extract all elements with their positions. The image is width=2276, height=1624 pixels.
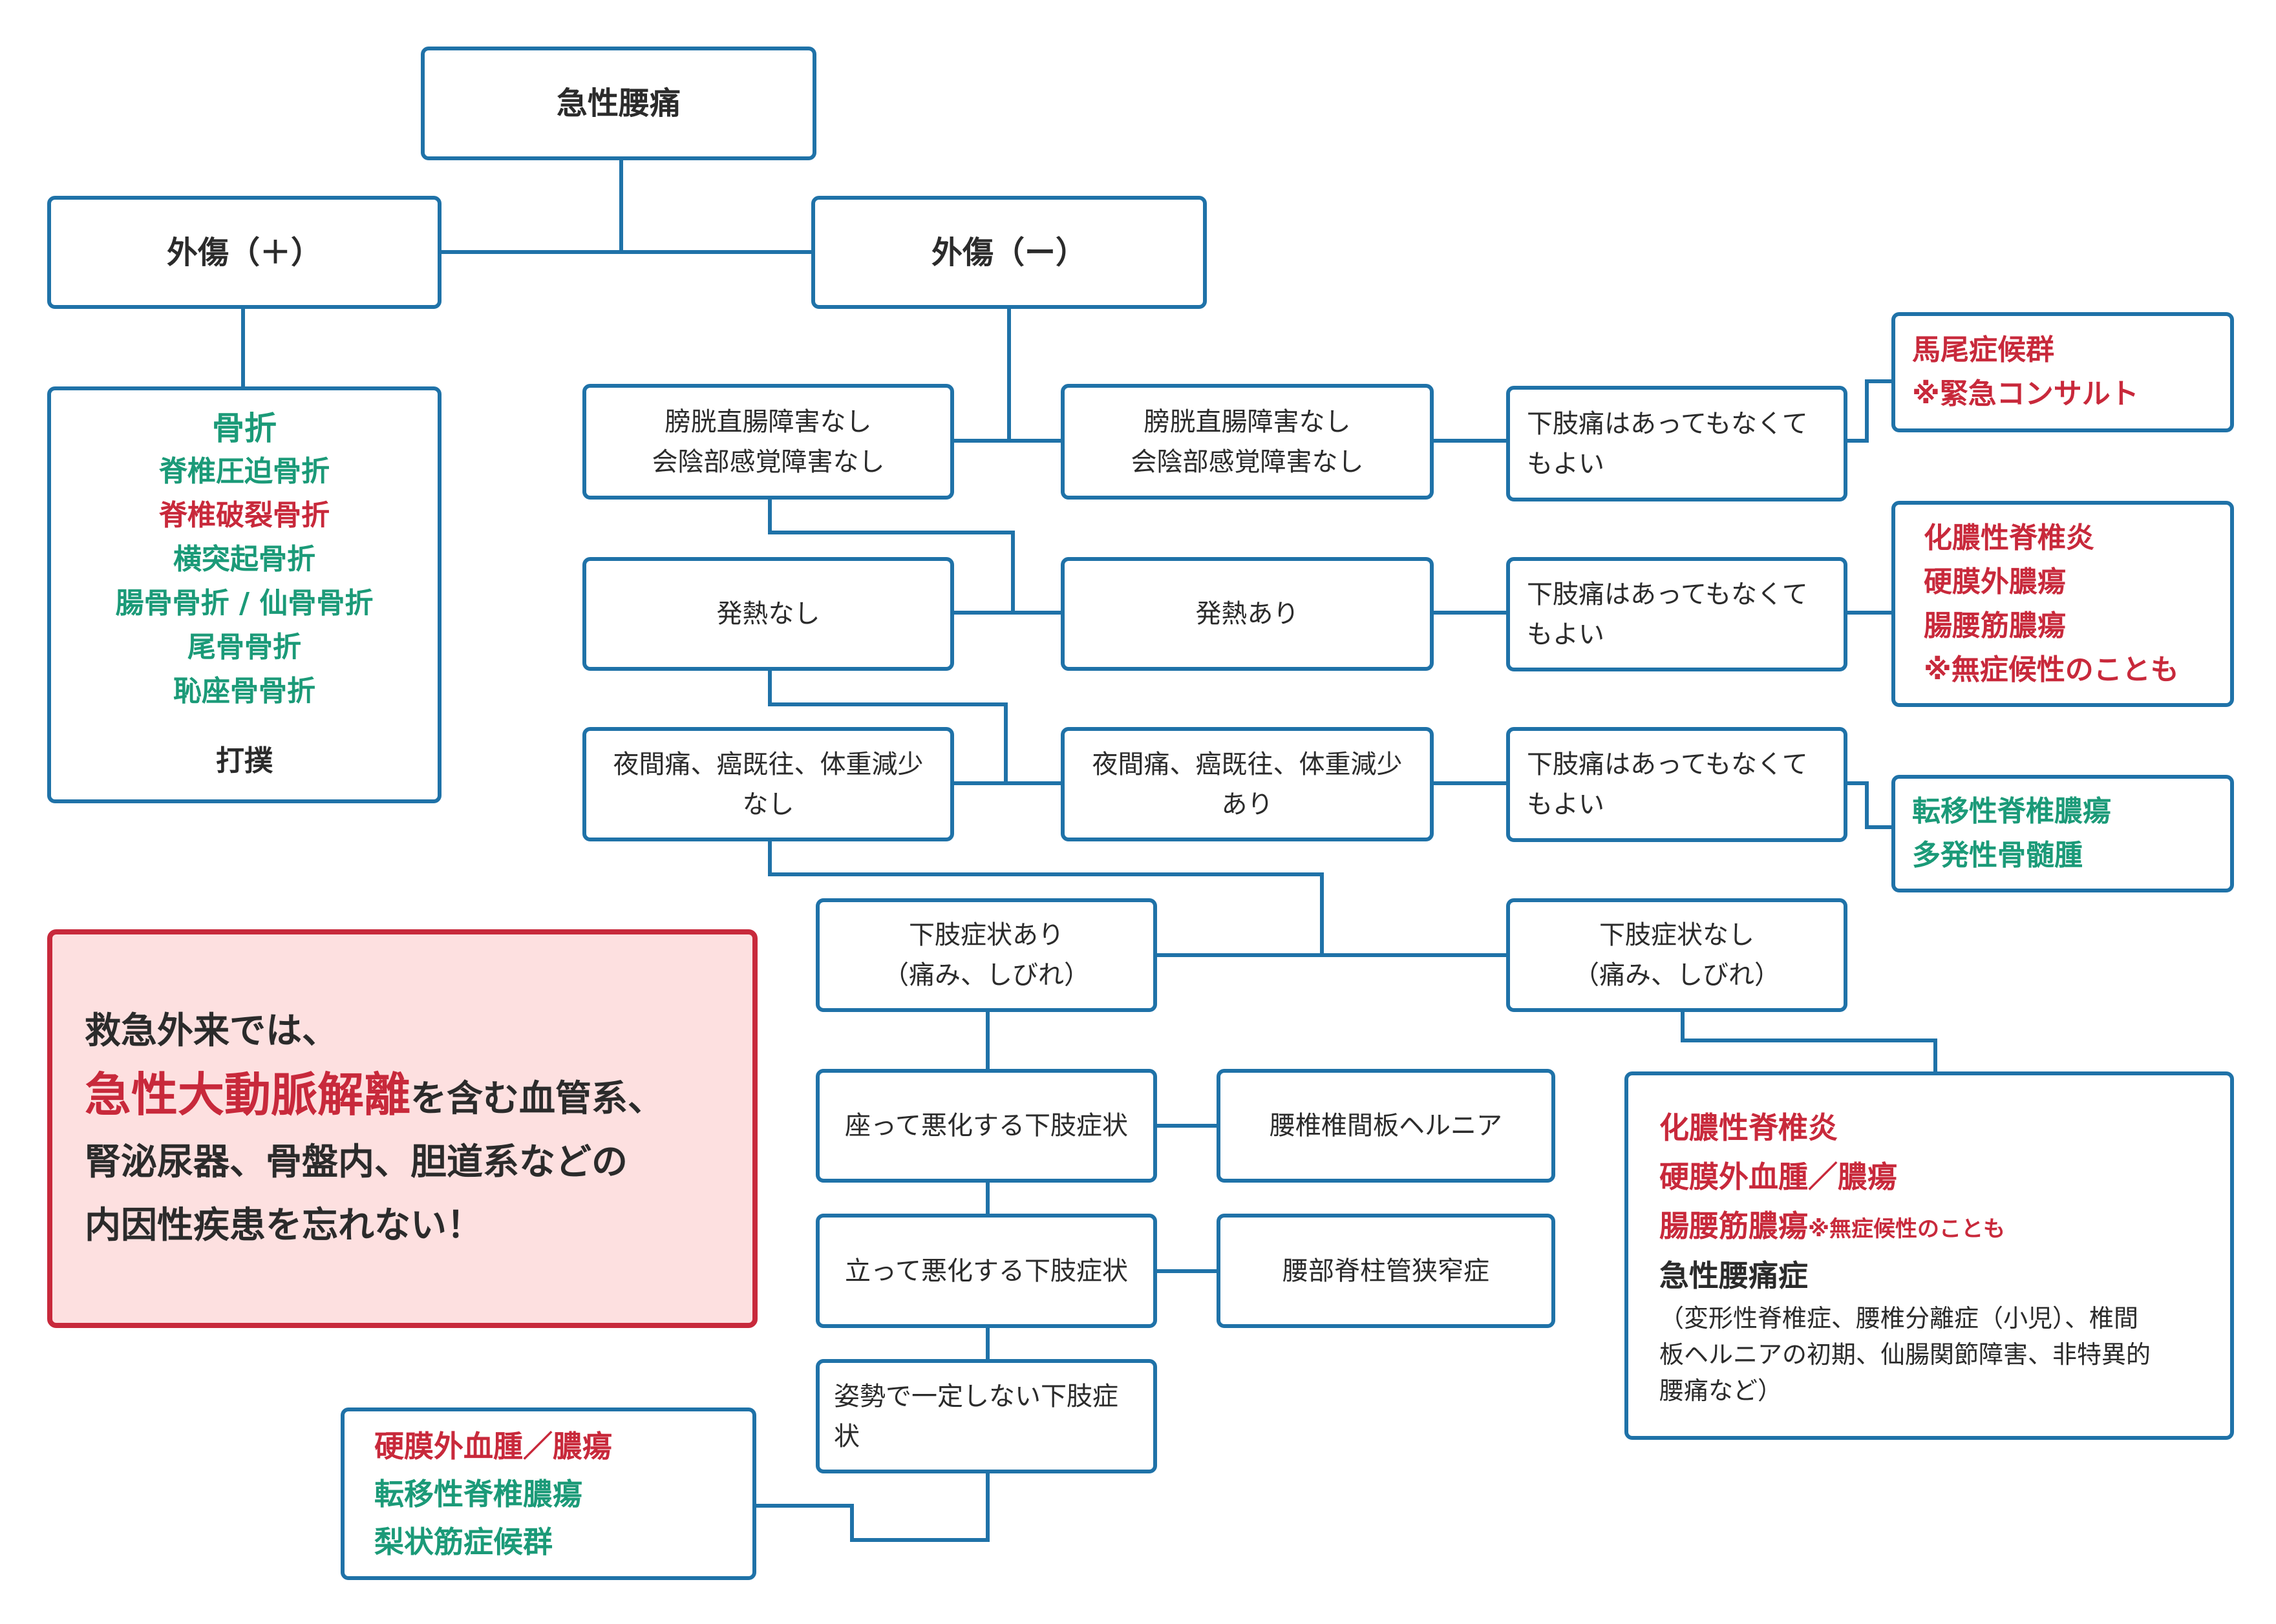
bladder-yes-label: 膀胱直腸障害なし 会陰部感覚障害なし <box>1131 406 1364 477</box>
trauma-positive-node: 外傷（＋） <box>47 196 441 309</box>
leg-pain-any-node-2: 下肢痛はあってもなくて もよい <box>1506 557 1847 671</box>
acute-low-back-pain-detail: （変形性脊椎症、腰椎分離症（小児）、椎間 板ヘルニアの初期、仙腸関節障害、非特異… <box>1659 1303 2151 1405</box>
fracture-item: 脊椎圧迫骨折 <box>159 454 330 488</box>
fracture-item: 尾骨骨折 <box>187 630 301 664</box>
leg-pain-any-label: 下肢痛はあってもなくて もよい <box>1527 579 1808 649</box>
acute-low-back-pain-title: 急性腰痛症 <box>1659 1258 1808 1293</box>
night-pain-yes-label: 夜間痛、癌既往、体重減少 あり <box>1092 749 1403 819</box>
fever-yes-label: 発熱あり <box>1195 599 1299 629</box>
leg-symptoms-yes-node: 下肢症状あり （痛み、しびれ） <box>816 898 1157 1012</box>
bottom-left-item: 梨状筋症候群 <box>374 1524 553 1559</box>
fracture-item: 腸骨骨折 / 仙骨骨折 <box>115 586 374 620</box>
warning-line-3: 腎泌尿器、骨盤内、胆道系などの <box>85 1141 628 1183</box>
fracture-box: 骨折 脊椎圧迫骨折 脊椎破裂骨折 横突起骨折 腸骨骨折 / 仙骨骨折 尾骨骨折 … <box>47 386 441 803</box>
infection-item: 硬膜外膿瘍 <box>1924 565 2066 598</box>
bottom-left-item: 転移性脊椎膿瘍 <box>374 1476 582 1512</box>
fracture-title: 骨折 <box>212 409 277 447</box>
fever-none-node: 発熱なし <box>582 557 954 671</box>
trauma-negative-node: 外傷（ー） <box>811 196 1207 309</box>
cauda-equina-note: ※緊急コンサルト <box>1912 377 2139 410</box>
fracture-item: 脊椎破裂骨折 <box>159 498 330 532</box>
leg-pain-any-node-3: 下肢痛はあってもなくて もよい <box>1506 727 1847 842</box>
tumor-item: 多発性骨髄腫 <box>1912 839 2083 872</box>
tumor-item: 転移性脊椎膿瘍 <box>1912 795 2111 828</box>
trauma-positive-label: 外傷（＋） <box>166 234 322 271</box>
leg-symptoms-no-label: 下肢症状なし （痛み、しびれ） <box>1573 920 1780 990</box>
bottom-right-item: 化膿性脊椎炎 <box>1659 1110 1838 1145</box>
bottom-right-note: ※無症候性のことも <box>1808 1216 2006 1242</box>
spinal-stenosis-node: 腰部脊柱管狭窄症 <box>1217 1214 1555 1328</box>
tumor-box: 転移性脊椎膿瘍 多発性骨髄腫 <box>1891 775 2234 892</box>
bottom-left-result-box: 硬膜外血腫／膿瘍 転移性脊椎膿瘍 梨状筋症候群 <box>341 1408 756 1580</box>
warning-line-4: 内因性疾患を忘れない！ <box>85 1205 483 1247</box>
fracture-item: 恥座骨骨折 <box>173 674 315 708</box>
warning-line-1: 救急外来では、 <box>85 1010 338 1052</box>
bladder-yes-node: 膀胱直腸障害なし 会陰部感覚障害なし <box>1061 384 1434 500</box>
infection-note: ※無症候性のことも <box>1924 653 2179 686</box>
bladder-none-label: 膀胱直腸障害なし 会陰部感覚障害なし <box>652 406 885 477</box>
spinal-stenosis-label: 腰部脊柱管狭窄症 <box>1282 1256 1489 1286</box>
sitting-worse-node: 座って悪化する下肢症状 <box>816 1069 1157 1183</box>
leg-symptoms-no-node: 下肢症状なし （痛み、しびれ） <box>1506 898 1847 1012</box>
root-node: 急性腰痛 <box>421 47 816 160</box>
cauda-equina-box: 馬尾症候群 ※緊急コンサルト <box>1891 312 2234 432</box>
cauda-equina-title: 馬尾症候群 <box>1912 333 2054 366</box>
fever-none-label: 発熱なし <box>716 599 820 629</box>
leg-pain-any-node-1: 下肢痛はあってもなくて もよい <box>1506 386 1847 501</box>
bottom-left-item: 硬膜外血腫／膿瘍 <box>374 1428 612 1464</box>
bottom-right-item: 硬膜外血腫／膿瘍 <box>1659 1159 1897 1194</box>
fever-yes-node: 発熱あり <box>1061 557 1434 671</box>
warning-line-2-rest: を含む血管系、 <box>410 1078 665 1120</box>
bottom-right-result-box: 化膿性脊椎炎 硬膜外血腫／膿瘍 腸腰筋膿瘍※無症候性のことも 急性腰痛症 （変形… <box>1624 1071 2234 1440</box>
infection-item: 腸腰筋膿瘍 <box>1924 609 2066 642</box>
leg-pain-any-label: 下肢痛はあってもなくて もよい <box>1527 750 1808 819</box>
infection-box: 化膿性脊椎炎 硬膜外膿瘍 腸腰筋膿瘍 ※無症候性のことも <box>1891 501 2234 707</box>
disc-herniation-label: 腰椎椎間板ヘルニア <box>1270 1111 1502 1141</box>
standing-worse-node: 立って悪化する下肢症状 <box>816 1214 1157 1328</box>
bruise-label: 打撲 <box>216 744 273 777</box>
trauma-negative-label: 外傷（ー） <box>931 234 1087 271</box>
warning-emphasis: 急性大動脈解離 <box>85 1068 411 1122</box>
leg-symptoms-yes-label: 下肢症状あり （痛み、しびれ） <box>883 920 1090 990</box>
root-label: 急性腰痛 <box>556 85 681 121</box>
fracture-item: 横突起骨折 <box>173 542 315 576</box>
infection-item: 化膿性脊椎炎 <box>1924 521 2094 554</box>
sitting-worse-label: 座って悪化する下肢症状 <box>845 1111 1128 1141</box>
standing-worse-label: 立って悪化する下肢症状 <box>845 1256 1128 1286</box>
night-pain-yes-node: 夜間痛、癌既往、体重減少 あり <box>1061 727 1434 841</box>
disc-herniation-node: 腰椎椎間板ヘルニア <box>1217 1069 1555 1183</box>
leg-pain-any-label: 下肢痛はあってもなくて もよい <box>1527 408 1808 479</box>
night-pain-none-label: 夜間痛、癌既往、体重減少 なし <box>613 749 924 819</box>
posture-inconsistent-label: 姿勢で一定しない下肢症 状 <box>834 1381 1118 1451</box>
warning-callout: 救急外来では、 急性大動脈解離を含む血管系、 腎泌尿器、骨盤内、胆道系などの 内… <box>47 929 758 1328</box>
night-pain-none-node: 夜間痛、癌既往、体重減少 なし <box>582 727 954 841</box>
bladder-none-node: 膀胱直腸障害なし 会陰部感覚障害なし <box>582 384 954 500</box>
posture-inconsistent-node: 姿勢で一定しない下肢症 状 <box>816 1359 1157 1473</box>
bottom-right-item: 腸腰筋膿瘍 <box>1659 1208 1808 1243</box>
